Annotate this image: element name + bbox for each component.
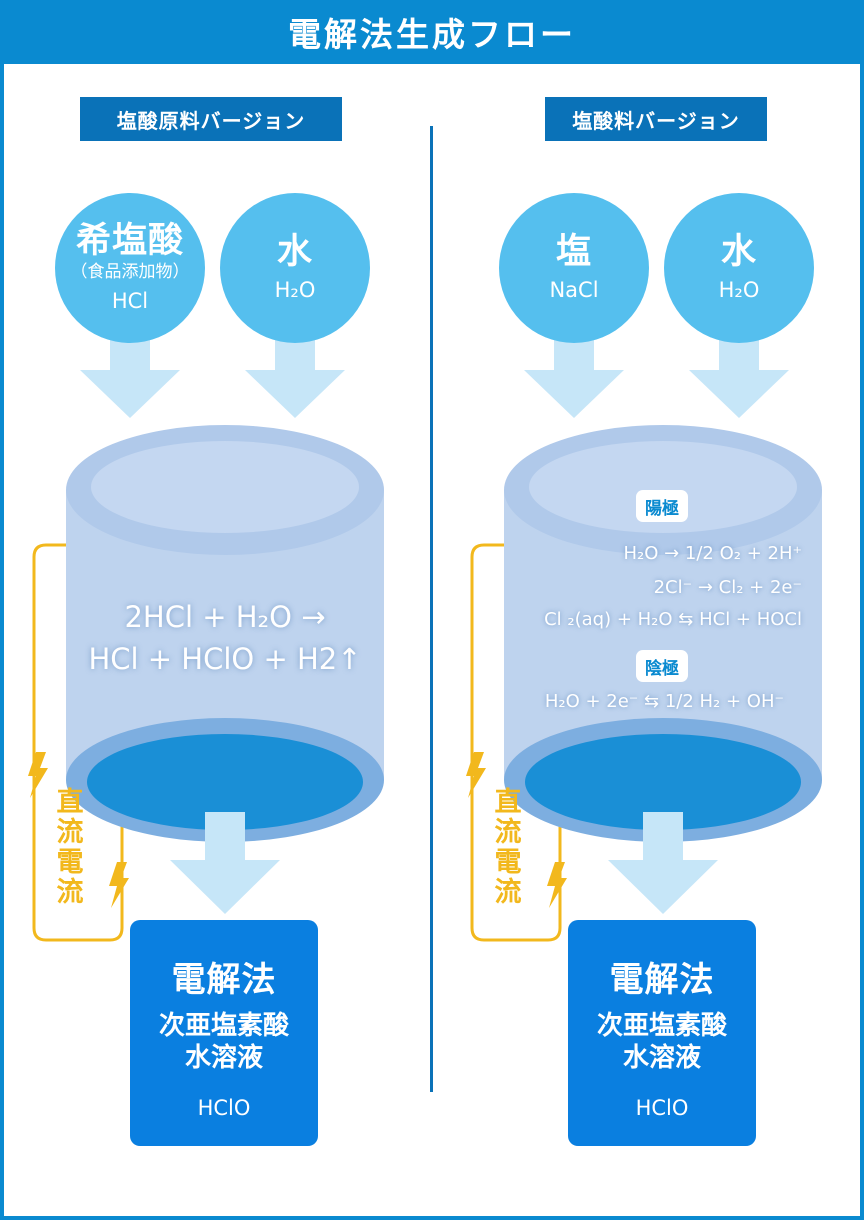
result-name-line: 次亜塩素酸 [596,1011,727,1041]
result-name: 次亜塩素酸 水溶液 [130,1010,318,1074]
result-name: 次亜塩素酸 水溶液 [568,1010,756,1074]
result-formula: HClO [197,1096,251,1120]
dc-char: 流 [56,817,84,848]
right-input-water-circle: 水 H₂O [664,193,814,343]
input-formula: H₂O [718,278,760,302]
page-title: 電解法生成フロー [0,0,864,64]
left-input1-arrow [80,340,180,418]
dc-char: 直 [56,787,84,818]
right-lightning-icon-lower [547,862,567,908]
left-input-hcl-circle: 希塩酸 （食品添加物） HCl [55,193,205,343]
dc-char: 電 [56,847,84,878]
result-title: 電解法 [171,960,277,1000]
left-electrolysis-tank [66,425,384,842]
left-result-box: 電解法 次亜塩素酸 水溶液 HClO [130,920,318,1146]
dc-char: 流 [56,877,84,908]
result-name-line: 水溶液 [622,1043,701,1073]
dc-char: 電 [494,847,522,878]
input-formula: HCl [111,289,149,313]
left-input2-arrow [245,340,345,418]
anode-label: 陽極 [636,490,688,522]
right-output-arrow [608,812,718,914]
dc-char: 流 [494,817,522,848]
cathode-label: 陰極 [636,650,688,682]
left-lightning-icon-lower [109,862,129,908]
result-title: 電解法 [609,960,715,1000]
input-name: 希塩酸 [75,221,184,261]
left-dc-current-label: 直 流 電 流 [52,788,88,908]
anode-equation: H₂O → 1/2 O₂ + 2H⁺ [623,543,802,564]
dc-char: 流 [494,877,522,908]
right-current-loop [470,543,562,942]
left-input-water-circle: 水 H₂O [220,193,370,343]
right-input-salt-circle: 塩 NaCl [499,193,649,343]
anode-equation: Cl ₂(aq) + H₂O ⇆ HCl + HOCl [544,609,802,630]
right-version-label: 塩酸料バージョン [545,97,767,141]
left-output-arrow [170,812,280,914]
anode-equation: 2Cl⁻ → Cl₂ + 2e⁻ [653,577,802,598]
result-name-line: 水溶液 [184,1043,263,1073]
result-name-line: 次亜塩素酸 [158,1011,289,1041]
left-reaction-equation: 2HCl + H₂O → HCl + HClO + H2↑ [66,596,384,680]
equation-line: HCl + HClO + H2↑ [88,642,362,676]
dc-char: 直 [494,787,522,818]
input-name: 塩 [555,232,592,272]
left-lightning-icon-upper [28,752,48,798]
column-divider [430,126,433,1092]
left-version-label: 塩酸原料バージョン [80,97,342,141]
result-formula: HClO [635,1096,689,1120]
right-input1-arrow [524,340,624,418]
right-result-box: 電解法 次亜塩素酸 水溶液 HClO [568,920,756,1146]
cathode-equation: H₂O + 2e⁻ ⇆ 1/2 H₂ + OH⁻ [544,691,784,712]
right-electrolysis-tank [504,425,822,842]
right-lightning-icon-upper [466,752,486,798]
right-input2-arrow [689,340,789,418]
input-formula: H₂O [274,278,316,302]
input-name: 水 [720,232,757,272]
input-formula: NaCl [549,278,599,302]
input-note: （食品添加物） [70,262,190,282]
input-name: 水 [276,232,313,272]
right-dc-current-label: 直 流 電 流 [490,788,526,908]
left-current-loop [32,543,124,942]
equation-line: 2HCl + H₂O → [124,600,326,634]
